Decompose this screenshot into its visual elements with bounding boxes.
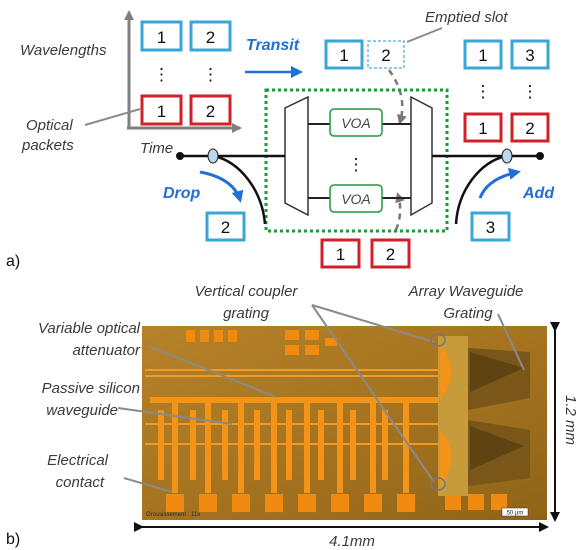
emptied-slot-number: 2 xyxy=(381,46,390,65)
awg-pointer xyxy=(497,313,525,371)
time-label: Time xyxy=(140,140,173,157)
passive-label-line1: Passive silicon xyxy=(42,380,140,397)
awg-region xyxy=(438,336,530,496)
optical-packets-label-line2: packets xyxy=(21,137,74,154)
drop-number: 2 xyxy=(221,218,230,237)
panel-label-b: b) xyxy=(6,531,20,548)
dots-icon: ⋮ xyxy=(475,82,492,101)
drop-arrow xyxy=(199,170,244,203)
grating-marker-top xyxy=(430,333,446,347)
voa-label-top: VOA xyxy=(341,115,371,131)
packet-number: 2 xyxy=(525,119,534,138)
emptied-slot-pointer xyxy=(406,27,443,43)
packet-number: 2 xyxy=(206,102,215,121)
width-dimension-label: 4.1mm xyxy=(329,533,375,550)
packet-box-red xyxy=(140,94,183,126)
transit-label: Transit xyxy=(246,37,300,54)
transit-number: 1 xyxy=(339,46,348,65)
packet-number: 1 xyxy=(478,119,487,138)
wavelengths-label: Wavelengths xyxy=(20,42,107,59)
input-packets: 1 2 ⋮ ⋮ 1 2 xyxy=(140,20,232,126)
contact-label-line2: contact xyxy=(56,474,105,491)
passive-pointer xyxy=(117,407,233,425)
voa-pointer xyxy=(147,345,277,398)
add-coupler xyxy=(501,148,513,164)
add-path-dashed xyxy=(394,192,405,231)
contact-arms xyxy=(158,403,409,493)
panel-a: Wavelengths Time Optical packets 1 2 ⋮ ⋮… xyxy=(6,9,555,270)
dots-icon: ⋮ xyxy=(202,65,219,84)
bottom-packet-box xyxy=(370,238,411,269)
drop-label: Drop xyxy=(163,185,201,202)
packet-box-blue xyxy=(189,20,232,52)
drop-box xyxy=(205,211,246,242)
node-boundary xyxy=(264,88,449,233)
drop-path-dashed xyxy=(387,69,407,125)
packet-box-blue xyxy=(463,39,503,70)
packet-number: 3 xyxy=(525,46,534,65)
add-number: 3 xyxy=(486,218,495,237)
contact-pointer xyxy=(123,477,173,493)
voa-row xyxy=(150,397,438,403)
add-label: Add xyxy=(522,185,555,202)
add-arrow xyxy=(478,167,521,199)
dots-icon: ⋮ xyxy=(348,155,365,174)
packet-box-blue xyxy=(510,39,550,70)
vcg-pointer-top xyxy=(311,304,435,343)
packet-number: 1 xyxy=(157,102,166,121)
height-dimension-label: 1.2 mm xyxy=(562,395,579,445)
dots-icon: ⋮ xyxy=(153,65,170,84)
voa-label-bottom: VOA xyxy=(341,191,371,207)
transit-box xyxy=(324,39,364,70)
grating-marker-bottom xyxy=(430,477,446,491)
vcg-pointer-bottom xyxy=(311,304,435,483)
output-packets: 1 3 ⋮ ⋮ 1 2 xyxy=(463,39,550,143)
bottom-packet-number: 1 xyxy=(336,245,345,264)
packet-number: 2 xyxy=(206,28,215,47)
contact-label-line1: Electrical xyxy=(47,452,109,469)
panel-b: 50 µm Grossissement : 11x Vertical coupl… xyxy=(6,283,579,550)
passive-label-line2: waveguide xyxy=(46,402,118,419)
drop-branch xyxy=(213,154,267,225)
packet-box-red xyxy=(189,94,232,126)
top-pads xyxy=(186,330,337,355)
dots-icon: ⋮ xyxy=(522,82,539,101)
emptied-slot-label: Emptied slot xyxy=(425,9,508,26)
input-dot xyxy=(176,152,184,160)
scale-bar-label: 50 µm xyxy=(507,511,524,517)
packet-box-blue xyxy=(140,20,183,52)
add-box xyxy=(470,211,511,242)
voa-box-top xyxy=(329,108,383,137)
optical-packets-label-line1: Optical xyxy=(26,117,73,134)
bottom-packet-number: 2 xyxy=(386,245,395,264)
bottom-packet-box xyxy=(320,238,361,269)
packet-box-red xyxy=(510,112,550,143)
packet-box-red xyxy=(463,112,503,143)
drop-coupler xyxy=(207,148,219,164)
output-dot xyxy=(536,152,544,160)
annotation-pointers xyxy=(117,304,525,493)
add-branch xyxy=(454,154,507,225)
micro-caption: Grossissement : 11x xyxy=(146,512,200,518)
awg-label-line1: Array Waveguide xyxy=(408,283,524,300)
emptied-slot-box xyxy=(367,40,405,69)
scale-bar xyxy=(501,507,529,517)
demultiplexer xyxy=(284,95,309,217)
vcg-label-line2: grating xyxy=(223,305,270,322)
panel-label-a: a) xyxy=(6,253,20,270)
voa-box-bottom xyxy=(329,184,383,213)
voa-label-line1: Variable optical xyxy=(38,320,141,337)
multiplexer xyxy=(410,95,433,217)
bottom-pads xyxy=(166,494,507,512)
awg-label-line2: Grating xyxy=(443,305,493,322)
packet-number: 1 xyxy=(478,46,487,65)
optical-packets-pointer xyxy=(84,108,141,126)
chip-micrograph: 50 µm Grossissement : 11x xyxy=(142,326,547,520)
voa-label-line2: attenuator xyxy=(72,342,141,359)
vcg-label-line1: Vertical coupler xyxy=(195,283,299,300)
packet-number: 1 xyxy=(157,28,166,47)
